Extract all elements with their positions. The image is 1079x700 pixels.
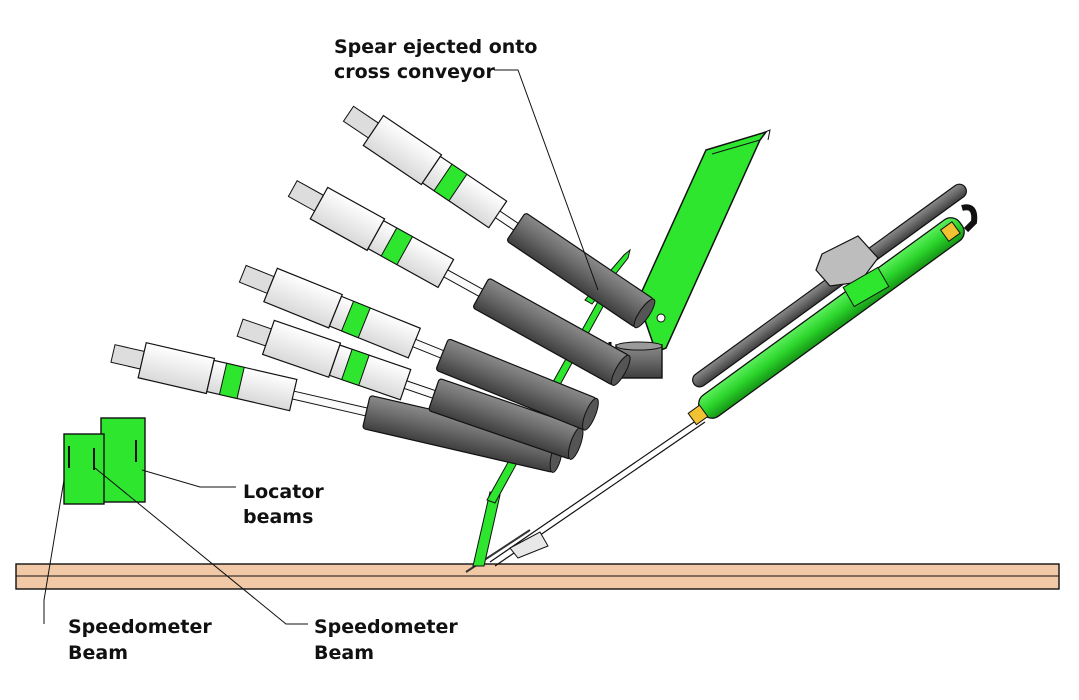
label-locator-line2: beams xyxy=(243,506,314,528)
cross-conveyor-chute xyxy=(637,129,771,353)
actuator-arm-3 xyxy=(238,264,599,431)
label-speedometer-left-line1: Speedometer xyxy=(68,616,212,638)
actuator-arm-1 xyxy=(110,341,564,473)
label-speedometer-right-line2: Beam xyxy=(314,642,374,664)
label-speedometer-right-line1: Speedometer xyxy=(314,616,458,638)
label-spear-line2: cross conveyor xyxy=(334,61,495,83)
label-locator-line1: Locator xyxy=(243,481,324,503)
actuator-arm-2 xyxy=(236,318,584,460)
beam-box xyxy=(63,417,146,505)
actuator-arm-5 xyxy=(342,105,656,329)
label-speedometer-left-line2: Beam xyxy=(68,642,128,664)
conveyor-belt xyxy=(15,563,1060,590)
insertion-mechanism xyxy=(489,183,978,567)
leader-lines xyxy=(43,69,599,625)
label-spear-line1: Spear ejected onto xyxy=(334,36,538,58)
actuator-arm-4 xyxy=(287,180,631,386)
